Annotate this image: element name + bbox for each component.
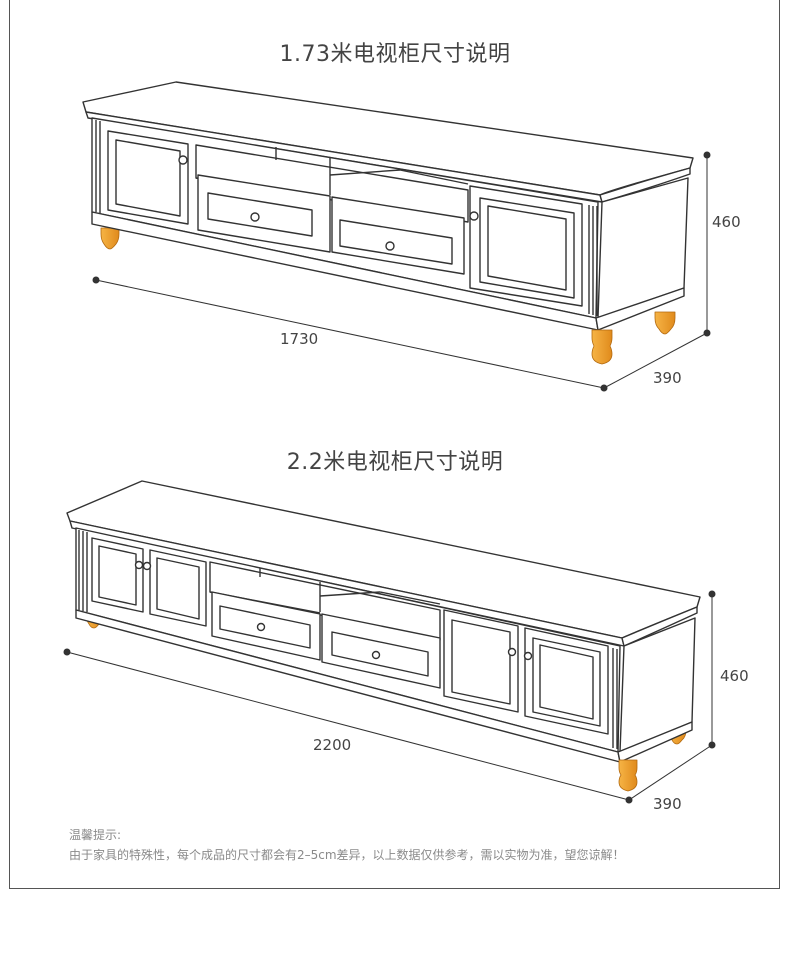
length-label-2: 2200: [313, 736, 351, 754]
leg-icon: [618, 759, 638, 792]
section2-title: 2.2米电视柜尺寸说明: [286, 450, 504, 475]
cabinet-2200: [66, 480, 701, 792]
dimension-lines-2: [63, 590, 716, 804]
depth-label-1: 390: [653, 369, 682, 387]
leg-icon: [100, 227, 120, 250]
depth-label-2: 390: [653, 795, 682, 813]
length-label-1: 1730: [280, 330, 318, 348]
tips-body: 由于家具的特殊性，每个成品的尺寸都会有2–5cm差异，以上数据仅供参考，需以实物…: [69, 848, 625, 862]
page-frame: [9, 0, 780, 889]
leg-icon: [654, 311, 676, 335]
section1-title: 1.73米电视柜尺寸说明: [279, 42, 511, 67]
height-label-1: 460: [712, 213, 741, 231]
cabinet-1730: [82, 81, 694, 365]
tips-heading: 温馨提示:: [69, 828, 122, 842]
height-label-2: 460: [720, 667, 749, 685]
dimension-lines-1: [92, 151, 711, 392]
leg-icon: [591, 329, 613, 365]
